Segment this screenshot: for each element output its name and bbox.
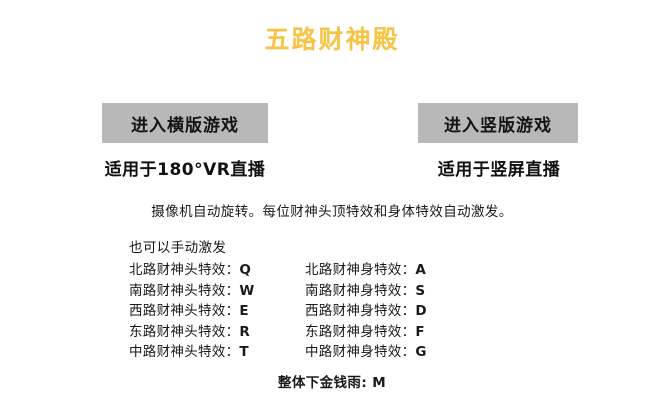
keybinding-head-label: 西路财神头特效： xyxy=(129,303,240,319)
keybinding-body-key: D xyxy=(415,303,427,319)
keybinding-body-key: G xyxy=(415,344,427,360)
keybinding-head-cell: 南路财神头特效：W xyxy=(129,281,305,302)
keybinding-body-cell: 南路财神身特效：S xyxy=(305,281,427,302)
keybinding-head-label: 中路财神头特效： xyxy=(129,344,240,360)
keybinding-body-key: S xyxy=(415,282,426,299)
page-title: 五路财神殿 xyxy=(264,25,400,54)
keybinding-body-key: A xyxy=(415,262,427,278)
keybinding-head-cell: 西路财神头特效：E xyxy=(129,301,305,322)
keybinding-head-key: E xyxy=(239,303,249,319)
manual-trigger-heading: 也可以手动激发 xyxy=(129,240,227,256)
keybinding-head-label: 北路财神头特效： xyxy=(129,262,240,278)
table-row: 南路财神头特效：W 南路财神身特效：S xyxy=(129,281,427,302)
keybinding-head-label: 南路财神头特效： xyxy=(129,282,240,299)
keybinding-body-label: 西路财神身特效： xyxy=(305,303,416,319)
table-row: 东路财神头特效：R 东路财神身特效：F xyxy=(129,322,427,343)
keybinding-body-label: 北路财神身特效： xyxy=(305,262,416,278)
keybinding-body-cell: 中路财神身特效：G xyxy=(305,342,427,363)
portrait-mode-caption: 适用于竖屏直播 xyxy=(437,160,561,180)
keybinding-head-cell: 东路财神头特效：R xyxy=(129,322,305,343)
manual-trigger-section: 也可以手动激发 北路财神头特效：Q 北路财神身特效：A 南路财神头特效：W 南路… xyxy=(129,238,549,363)
keybinding-body-cell: 北路财神身特效：A xyxy=(305,260,427,281)
enter-portrait-game-button[interactable]: 进入竖版游戏 xyxy=(418,103,578,143)
keybinding-head-key: R xyxy=(239,323,251,340)
keybinding-head-cell: 北路财神头特效：Q xyxy=(129,260,305,281)
keybinding-body-cell: 东路财神身特效：F xyxy=(305,322,427,343)
keybinding-body-label: 中路财神身特效： xyxy=(305,344,416,360)
landscape-mode-caption: 适用于180°VR直播 xyxy=(104,160,266,180)
keybinding-table: 北路财神头特效：Q 北路财神身特效：A 南路财神头特效：W 南路财神身特效：S … xyxy=(129,260,427,363)
keybinding-head-cell: 中路财神头特效：T xyxy=(129,342,305,363)
keybinding-head-label: 东路财神头特效： xyxy=(129,323,240,340)
keybinding-body-label: 南路财神身特效： xyxy=(305,282,416,299)
keybinding-body-key: F xyxy=(415,323,425,340)
auto-effect-description: 摄像机自动旋转。每位财神头顶特效和身体特效自动激发。 xyxy=(151,204,513,220)
table-row: 西路财神头特效：E 西路财神身特效：D xyxy=(129,301,427,322)
keybinding-head-key: T xyxy=(239,344,249,360)
table-row: 中路财神头特效：T 中路财神身特效：G xyxy=(129,342,427,363)
keybinding-head-key: Q xyxy=(239,262,252,278)
keybinding-body-label: 东路财神身特效： xyxy=(305,323,416,340)
money-rain-keybinding: 整体下金钱雨: M xyxy=(277,375,387,391)
table-row: 北路财神头特效：Q 北路财神身特效：A xyxy=(129,260,427,281)
keybinding-body-cell: 西路财神身特效：D xyxy=(305,301,427,322)
keybinding-table-body: 北路财神头特效：Q 北路财神身特效：A 南路财神头特效：W 南路财神身特效：S … xyxy=(129,260,427,363)
keybinding-head-key: W xyxy=(239,282,255,299)
enter-landscape-game-button[interactable]: 进入横版游戏 xyxy=(102,103,268,143)
